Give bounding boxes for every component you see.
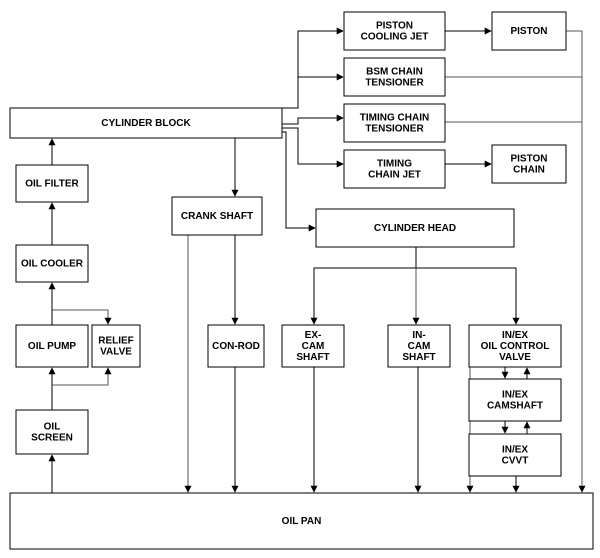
node-label: CYLINDER BLOCK xyxy=(101,118,191,129)
node-box xyxy=(171,196,263,236)
node-box xyxy=(15,409,89,455)
node-cylinder-block: CYLINDER BLOCK xyxy=(9,107,283,139)
node-piston: PISTON xyxy=(491,11,567,51)
node-label: OIL PUMP xyxy=(28,341,76,352)
node-crank-shaft: CRANK SHAFT xyxy=(171,196,263,236)
edge-cylinder-block-to-cylinder-head xyxy=(282,131,316,232)
edges-layer xyxy=(48,27,586,493)
node-label: RELIEF xyxy=(98,336,134,347)
node-cylinder-head: CYLINDER HEAD xyxy=(315,208,515,248)
node-label: IN/EX xyxy=(502,330,528,341)
node-box xyxy=(491,11,567,51)
node-label: TENSIONER xyxy=(365,78,424,89)
node-label: VALVE xyxy=(499,352,531,363)
node-oil-pump: OIL PUMP xyxy=(15,324,89,368)
node-label: CYLINDER HEAD xyxy=(374,223,456,234)
node-oil-filter: OIL FILTER xyxy=(15,164,89,203)
node-label: IN/EX xyxy=(502,445,528,456)
node-box xyxy=(281,324,345,368)
edge-cylinder-head-to-oil-control-valve xyxy=(416,267,520,325)
node-label: CON-ROD xyxy=(212,341,260,352)
edge-cylinder-head-to-ex-cam-shaft xyxy=(310,247,417,325)
node-box xyxy=(387,324,451,368)
node-label: OIL xyxy=(44,422,61,433)
node-label: CHAIN JET xyxy=(368,170,421,181)
node-box xyxy=(315,208,515,248)
node-label: PISTON xyxy=(376,21,413,32)
node-label: OIL PAN xyxy=(282,516,322,527)
node-label: SHAFT xyxy=(296,352,329,363)
node-label: EX- xyxy=(305,330,322,341)
node-label: CVVT xyxy=(502,456,529,467)
node-label: CAM xyxy=(302,341,325,352)
node-box xyxy=(468,324,562,368)
node-box xyxy=(491,144,567,184)
node-oil-pan: OIL PAN xyxy=(9,492,594,550)
edge-cylinder-block-to-timing-chain-jet xyxy=(282,127,344,168)
node-label: IN- xyxy=(412,330,425,341)
node-box xyxy=(343,103,446,143)
node-box xyxy=(15,324,89,368)
node-box xyxy=(468,378,562,422)
node-label: PISTON xyxy=(510,154,547,165)
node-label: PISTON xyxy=(510,26,547,37)
node-label: CRANK SHAFT xyxy=(181,211,253,222)
edge-relief-valve-to-oil-screen xyxy=(52,309,112,325)
node-label: OIL FILTER xyxy=(25,179,79,190)
edge-cylinder-block-to-piston-cooling-jet xyxy=(282,27,344,109)
edge-cylinder-block-to-timing-chain-tensioner xyxy=(282,114,344,125)
node-box xyxy=(9,492,594,550)
node-label: CAM xyxy=(408,341,431,352)
node-label: BSM CHAIN xyxy=(366,67,423,78)
node-label: COOLING JET xyxy=(361,32,429,43)
node-box xyxy=(343,57,446,97)
node-ex-cam-shaft: EX-CAMSHAFT xyxy=(281,324,345,368)
node-box xyxy=(15,164,89,203)
node-label: SCREEN xyxy=(31,433,73,444)
node-label: IN/EX xyxy=(502,390,528,401)
node-box xyxy=(207,324,265,368)
node-label: CHAIN xyxy=(513,165,545,176)
node-box xyxy=(343,149,446,189)
node-label: TIMING xyxy=(377,159,412,170)
node-box xyxy=(343,11,446,51)
edge-piston-to-oil-pan xyxy=(566,30,586,493)
node-oil-cooler: OIL COOLER xyxy=(15,244,89,283)
node-label: TIMING CHAIN xyxy=(360,113,429,124)
node-in-cam-shaft: IN-CAMSHAFT xyxy=(387,324,451,368)
node-box xyxy=(9,107,283,139)
node-label: SHAFT xyxy=(402,352,435,363)
edge-oil-pump-to-relief-valve xyxy=(52,367,112,386)
node-box xyxy=(91,324,141,368)
node-label: VALVE xyxy=(100,347,132,358)
node-label: CAMSHAFT xyxy=(487,401,543,412)
node-label: OIL CONTROL xyxy=(481,341,550,352)
node-box xyxy=(468,433,562,477)
node-label: TENSIONER xyxy=(365,124,424,135)
node-box xyxy=(15,244,89,283)
node-con-rod: CON-ROD xyxy=(207,324,265,368)
node-label: OIL COOLER xyxy=(21,259,84,270)
